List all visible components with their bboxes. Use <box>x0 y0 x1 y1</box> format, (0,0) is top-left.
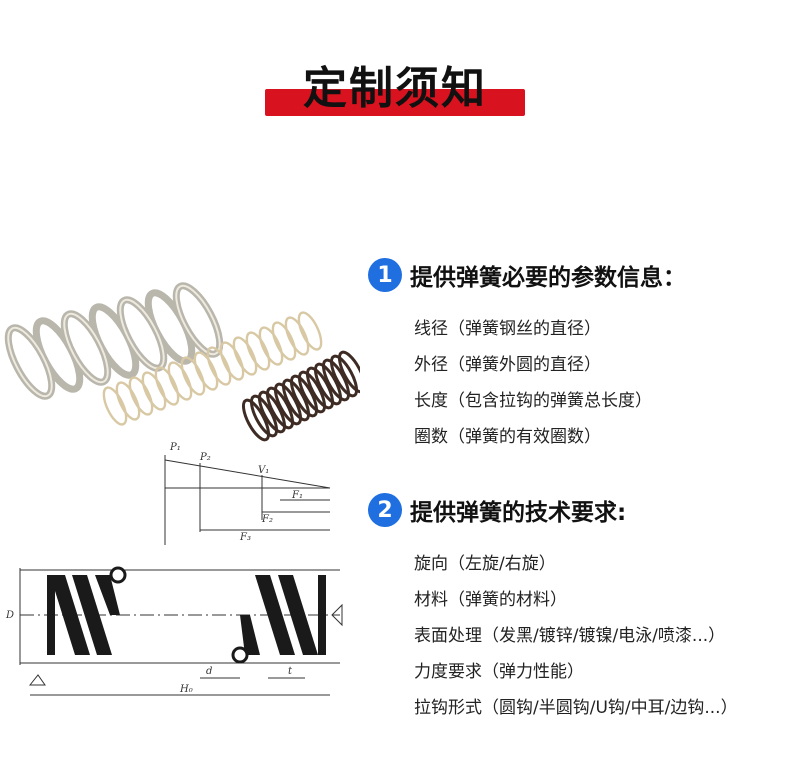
section-2-header: 2 提供弹簧的技术要求: <box>368 490 738 530</box>
list-item: 线径（弹簧钢丝的直径） <box>414 319 601 339</box>
label-f2: F₂ <box>261 514 273 525</box>
label-t: t <box>288 666 293 677</box>
title-underline-bar <box>265 89 525 116</box>
number-badge: 2 <box>368 493 402 527</box>
dark-spring <box>241 350 360 442</box>
label-p1: P₁ <box>169 442 181 453</box>
number-badge: 1 <box>368 258 402 292</box>
springs-photo-icon <box>4 282 360 442</box>
list-item: 圈数（弹簧的有效圈数） <box>414 427 601 447</box>
label-p2: P₂ <box>199 452 211 463</box>
requirement-list: 旋向（左旋/右旋） 材料（弹簧的材料） 表面处理（发黑/镀锌/镀镍/电泳/喷漆.… <box>414 546 738 726</box>
label-h-total: H₀ <box>179 684 193 695</box>
list-item: 拉钩形式（圆钩/半圆钩/U钩/中耳/边钩...） <box>414 698 738 718</box>
list-item: 旋向（左旋/右旋） <box>414 554 556 574</box>
list-item: 外径（弹簧外圆的直径） <box>414 355 601 375</box>
parameter-list: 线径（弹簧钢丝的直径） 外径（弹簧外圆的直径） 长度（包含拉钩的弹簧总长度） 圈… <box>414 311 686 455</box>
label-v1: V₁ <box>258 465 269 476</box>
list-item: 表面处理（发黑/镀锌/镀镍/电泳/喷漆...） <box>414 626 726 646</box>
list-item: 材料（弹簧的材料） <box>414 590 567 610</box>
label-d-wire: d <box>206 666 212 677</box>
section-1-header: 1 提供弹簧必要的参数信息： <box>368 255 686 295</box>
springs-illustration: P₁ P₂ V₁ F₁ F₂ F₃ D <box>4 282 360 696</box>
section-title: 提供弹簧的技术要求: <box>410 500 627 526</box>
thin-spring <box>102 311 323 426</box>
title-block: 定制须知 <box>0 0 790 130</box>
label-f1: F₁ <box>291 490 303 501</box>
label-d-outer: D <box>5 610 14 621</box>
label-f3: F₃ <box>239 532 251 543</box>
page-title: 定制须知 <box>303 63 487 114</box>
section-requirements: 2 提供弹簧的技术要求: 旋向（左旋/右旋） 材料（弹簧的材料） 表面处理（发黑… <box>368 490 738 726</box>
section-parameters: 1 提供弹簧必要的参数信息： 线径（弹簧钢丝的直径） 外径（弹簧外圆的直径） 长… <box>368 255 686 455</box>
section-title: 提供弹簧必要的参数信息： <box>410 265 686 291</box>
list-item: 长度（包含拉钩的弹簧总长度） <box>414 391 652 411</box>
list-item: 力度要求（弹力性能） <box>414 662 584 682</box>
spring-cross-section <box>19 566 343 696</box>
force-diagram <box>164 455 331 545</box>
